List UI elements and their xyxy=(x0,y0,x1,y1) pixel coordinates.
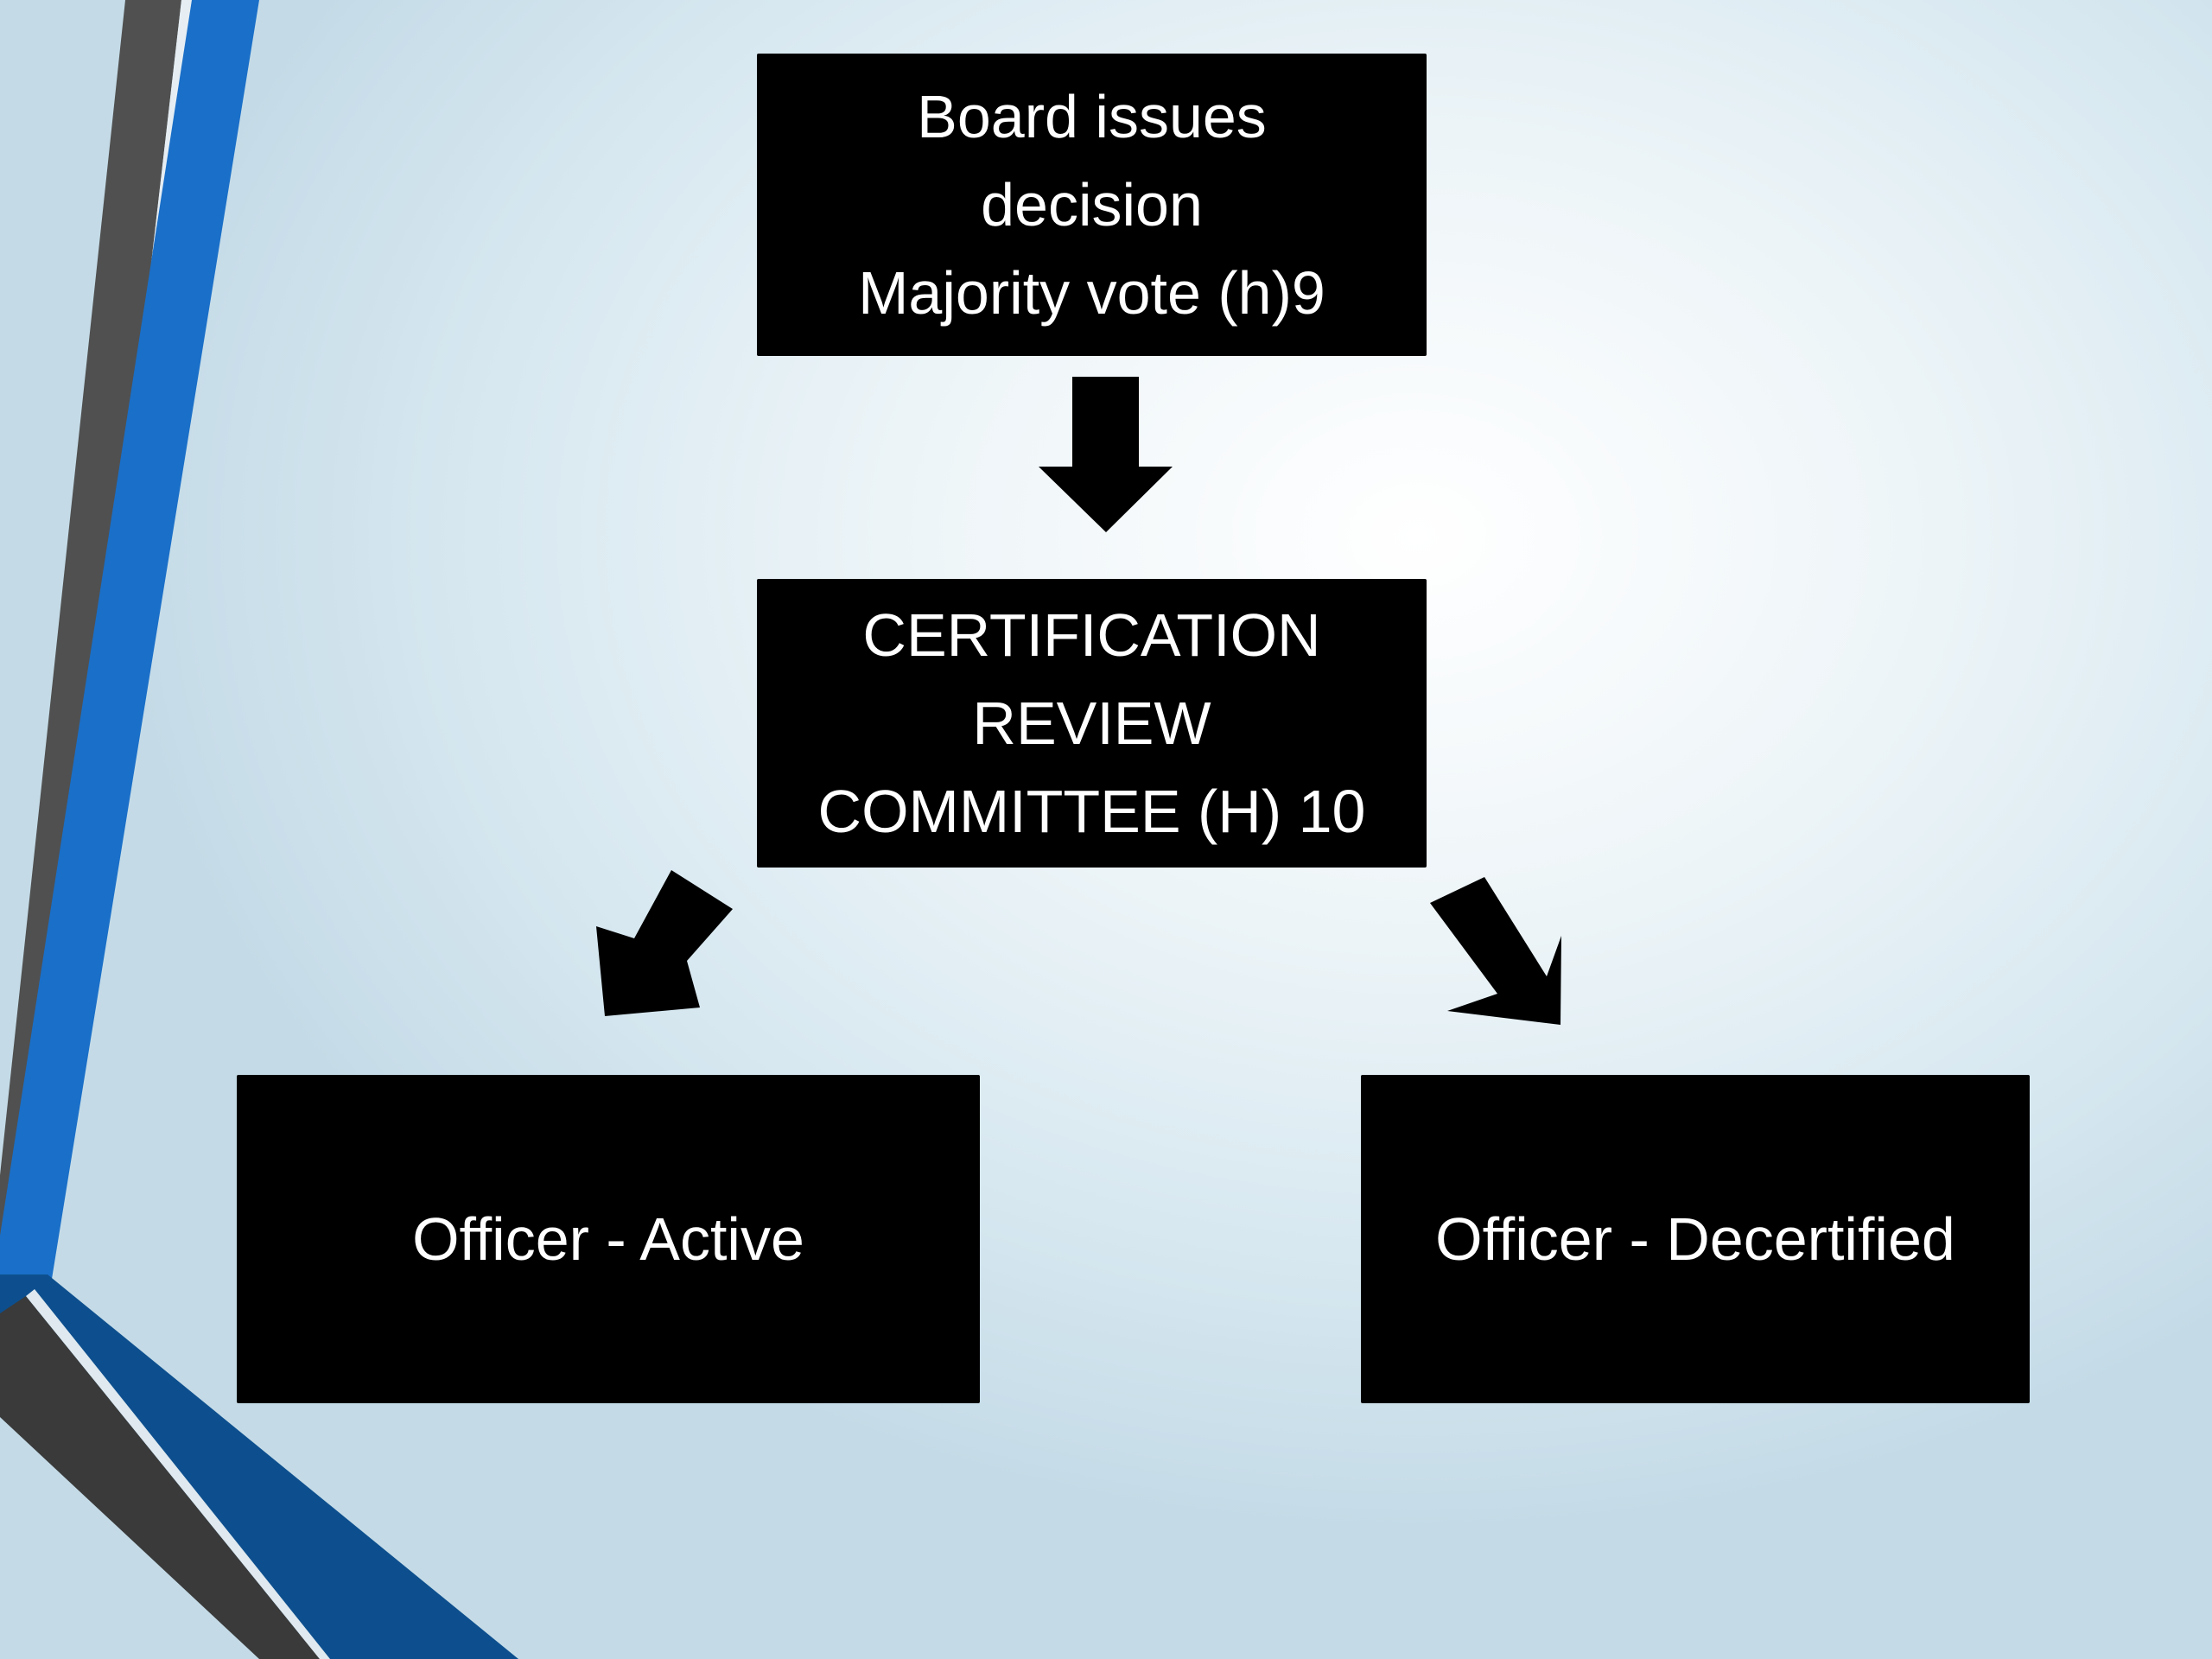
node-officer-decertified-label: Officer - Decertified xyxy=(1435,1205,1955,1273)
blue-vertical-stripe xyxy=(0,0,259,1279)
node-officer-active-label: Officer - Active xyxy=(412,1205,804,1273)
node-officer-active: Officer - Active xyxy=(237,1075,980,1403)
node-board-decision: Board issues decision Majority vote (h)9 xyxy=(757,54,1427,356)
node-certification-review-committee: CERTIFICATION REVIEW COMMITTEE (H) 10 xyxy=(757,579,1427,868)
node-board-decision-label: Board issues decision Majority vote (h)9 xyxy=(858,83,1325,327)
node-officer-decertified: Officer - Decertified xyxy=(1361,1075,2030,1403)
light-diagonal-line xyxy=(26,1289,330,1659)
blue-diagonal-band xyxy=(0,1274,518,1659)
gray-diagonal-band xyxy=(0,1296,320,1659)
node-certification-review-committee-label: CERTIFICATION REVIEW COMMITTEE (H) 10 xyxy=(817,601,1366,845)
